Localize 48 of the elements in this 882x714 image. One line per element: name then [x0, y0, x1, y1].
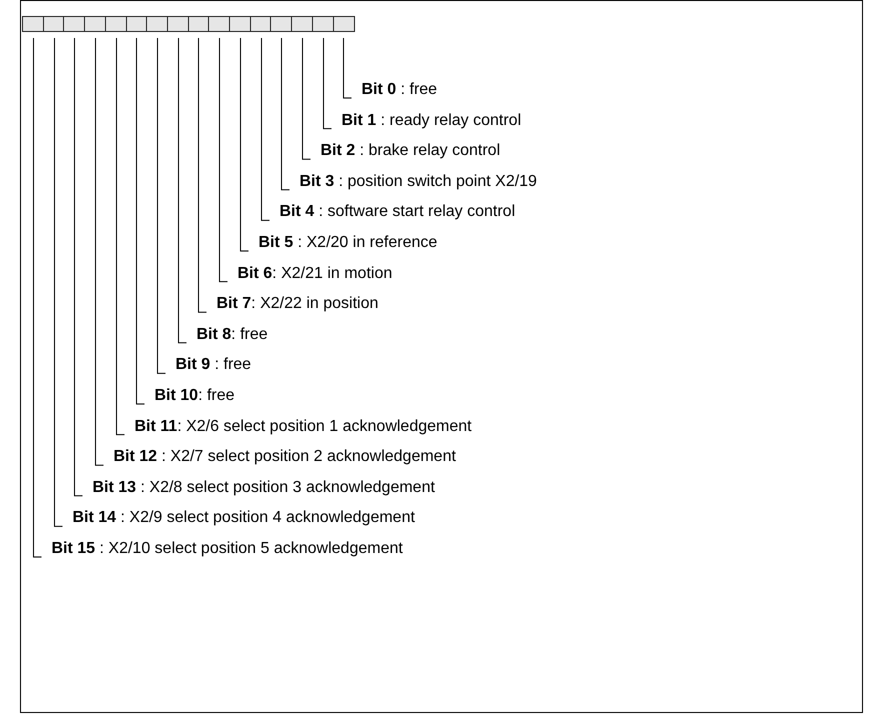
bit-description: Bit 13 : X2/8 select position 3 acknowledgement — [82, 478, 435, 498]
register-bit-cell — [188, 16, 210, 32]
leader-line — [240, 38, 249, 252]
leader-line — [157, 38, 166, 374]
bit-description: Bit 9 : free — [166, 355, 252, 376]
register-bit-cell — [146, 16, 168, 32]
leader-line — [136, 38, 145, 404]
register-bit-cell — [270, 16, 293, 32]
register-bit-cell — [312, 16, 334, 32]
leader-line — [323, 38, 332, 130]
bit-description: Bit 8: free — [186, 324, 268, 345]
bit-description: Bit 11: X2/6 select position 1 acknowledgement — [124, 416, 472, 437]
bit-description: Bit 5 : X2/20 in reference — [248, 233, 438, 253]
register-bit-cell — [291, 16, 314, 32]
leader-line — [74, 38, 83, 496]
leader-line — [178, 38, 187, 344]
bit-description: Bit 6: X2/21 in motion — [228, 264, 392, 284]
bit-description: Bit 0 : free — [352, 80, 438, 100]
leader-line — [281, 38, 290, 190]
leader-line — [302, 38, 311, 160]
bit-description: Bit 1 : ready relay control — [332, 110, 522, 131]
leader-line — [33, 38, 42, 558]
bit-description: Bit 3 : position switch point X2/19 — [290, 172, 537, 192]
register-bit-cell — [332, 16, 355, 32]
register-bit-cell — [22, 16, 44, 32]
register-bit-cell — [166, 16, 190, 32]
register-bit-cell — [126, 16, 148, 32]
leader-line — [95, 38, 104, 466]
bit-description: Bit 4 : software start relay control — [270, 202, 516, 222]
leader-line — [343, 38, 352, 98]
bit-description: Bit 12 : X2/7 select position 2 acknowledgement — [104, 447, 456, 468]
bit-description: Bit 14 : X2/9 select position 4 acknowledgement — [62, 508, 415, 528]
bit-description: Bit 15 : X2/10 select position 5 acknowledgement — [42, 539, 403, 559]
leader-line — [116, 38, 125, 436]
leader-line — [54, 38, 63, 527]
bit-description: Bit 7: X2/22 in position — [206, 294, 378, 314]
register-bit-cell — [84, 16, 106, 32]
register-bit-cell — [250, 16, 272, 32]
register-bit-cell — [42, 16, 65, 32]
bit-description: Bit 2 : brake relay control — [310, 141, 500, 162]
bit-description: Bit 10: free — [144, 386, 235, 406]
register-bit-cell — [229, 16, 252, 32]
leader-line — [219, 38, 228, 282]
register-bit-cell — [208, 16, 230, 32]
register-bit-cell — [104, 16, 127, 32]
register-bit-cell — [63, 16, 86, 32]
leader-line — [198, 38, 207, 313]
leader-line — [261, 38, 270, 221]
